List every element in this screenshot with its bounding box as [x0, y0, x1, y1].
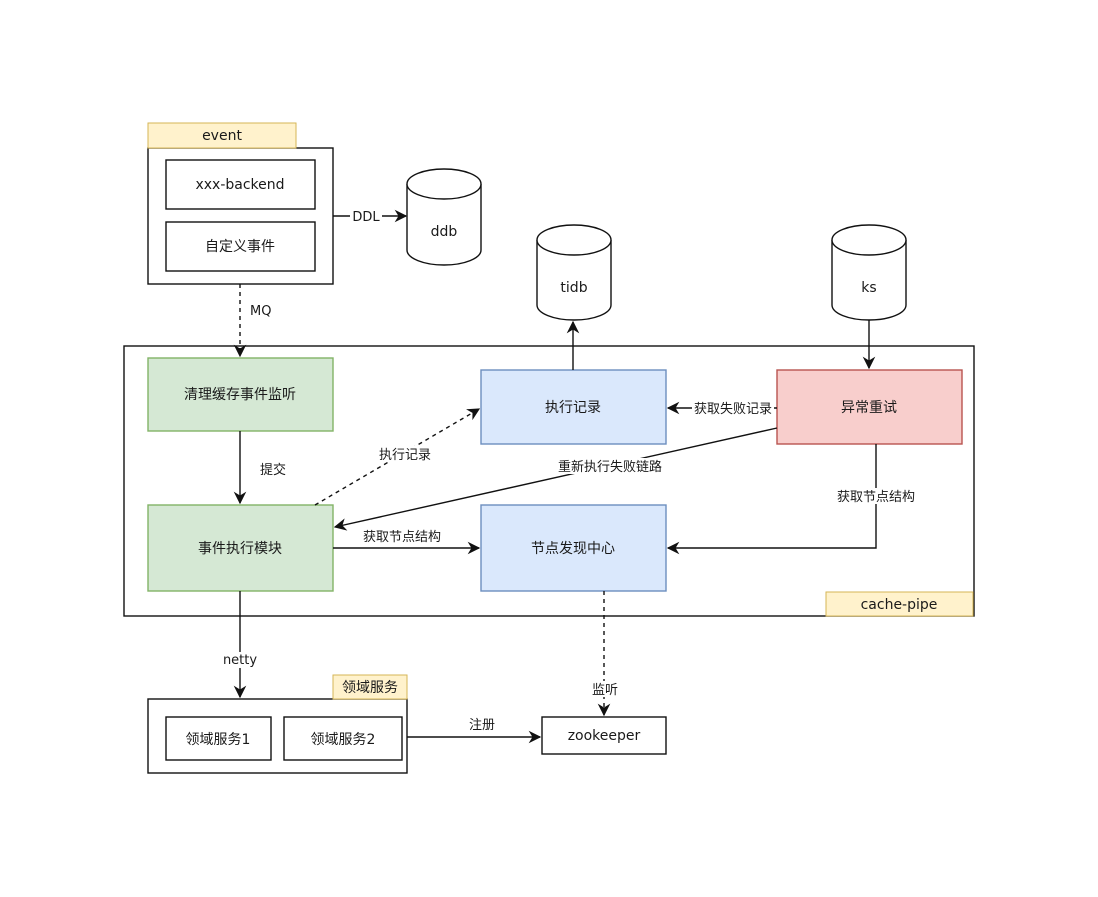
node-exec-record[interactable]: 执行记录	[480, 369, 667, 445]
event-group-label: event	[202, 128, 242, 144]
edge-rerun-failed-label: 重新执行失败链路	[558, 459, 662, 475]
node-domain-service-1-label: 领域服务1	[186, 732, 251, 748]
edge-mq-label: MQ	[250, 304, 271, 319]
edge-ddl: DDL	[333, 209, 408, 225]
node-domain-service-2-label: 领域服务2	[311, 732, 376, 748]
edge-listen: 监听	[590, 591, 620, 717]
edge-rerun-failed: 重新执行失败链路	[333, 427, 778, 531]
node-xxx-backend[interactable]: xxx-backend	[165, 159, 316, 210]
node-retry-label: 异常重试	[841, 400, 897, 416]
edge-fetch-structure-1-label: 获取节点结构	[363, 530, 441, 545]
edge-exec-record-label: 执行记录	[379, 448, 431, 463]
edge-netty-label: netty	[223, 653, 257, 668]
node-cache-listener-label: 清理缓存事件监听	[184, 387, 296, 403]
cache-pipe-group	[123, 345, 975, 617]
db-ddb-label: ddb	[431, 224, 458, 240]
node-domain-service-2[interactable]: 领域服务2	[283, 716, 403, 761]
edge-fetch-structure-1: 获取节点结构	[333, 530, 481, 555]
node-retry[interactable]: 异常重试	[776, 369, 963, 445]
edge-listen-label: 监听	[592, 683, 618, 698]
edge-fetch-failed-label: 获取失败记录	[694, 402, 772, 417]
node-zookeeper-label: zookeeper	[568, 728, 641, 744]
event-group: event xxx-backend 自定义事件	[147, 122, 334, 285]
edge-register: 注册	[407, 718, 542, 744]
db-ks-icon[interactable]: ks	[831, 224, 907, 321]
domain-service-label: 领域服务	[342, 680, 398, 696]
node-cache-listener[interactable]: 清理缓存事件监听	[147, 357, 334, 432]
node-event-exec-label: 事件执行模块	[198, 541, 282, 557]
edge-fetch-failed: 获取失败记录	[666, 400, 777, 417]
node-custom-event[interactable]: 自定义事件	[165, 221, 316, 272]
domain-service-tag	[332, 674, 408, 700]
node-event-exec[interactable]: 事件执行模块	[147, 504, 334, 592]
edge-submit: 提交	[233, 431, 286, 505]
edge-register-label: 注册	[469, 718, 495, 733]
node-exec-record-label: 执行记录	[545, 400, 601, 416]
db-ddb-icon[interactable]: ddb	[406, 168, 482, 266]
node-node-discovery[interactable]: 节点发现中心	[480, 504, 667, 592]
edge-netty: netty	[222, 591, 258, 699]
node-node-discovery-label: 节点发现中心	[531, 541, 615, 557]
event-group-tag	[147, 122, 297, 149]
edge-exec-record: 执行记录	[314, 408, 481, 506]
node-xxx-backend-label: xxx-backend	[195, 177, 284, 193]
edge-ddl-label: DDL	[352, 210, 380, 225]
node-domain-service-1[interactable]: 领域服务1	[165, 716, 272, 761]
edge-mq: MQ	[233, 284, 271, 358]
db-tidb-label: tidb	[560, 280, 587, 296]
cache-pipe-tag	[825, 591, 974, 617]
node-zookeeper[interactable]: zookeeper	[541, 716, 667, 755]
edge-submit-label: 提交	[260, 462, 286, 478]
edge-fetch-structure-2-label: 获取节点结构	[837, 490, 915, 505]
db-tidb-icon[interactable]: tidb	[536, 224, 612, 321]
node-custom-event-label: 自定义事件	[205, 239, 275, 255]
edge-fetch-structure-2: 获取节点结构	[666, 444, 919, 555]
db-ks-label: ks	[861, 280, 876, 296]
cache-pipe-label: cache-pipe	[861, 597, 938, 613]
